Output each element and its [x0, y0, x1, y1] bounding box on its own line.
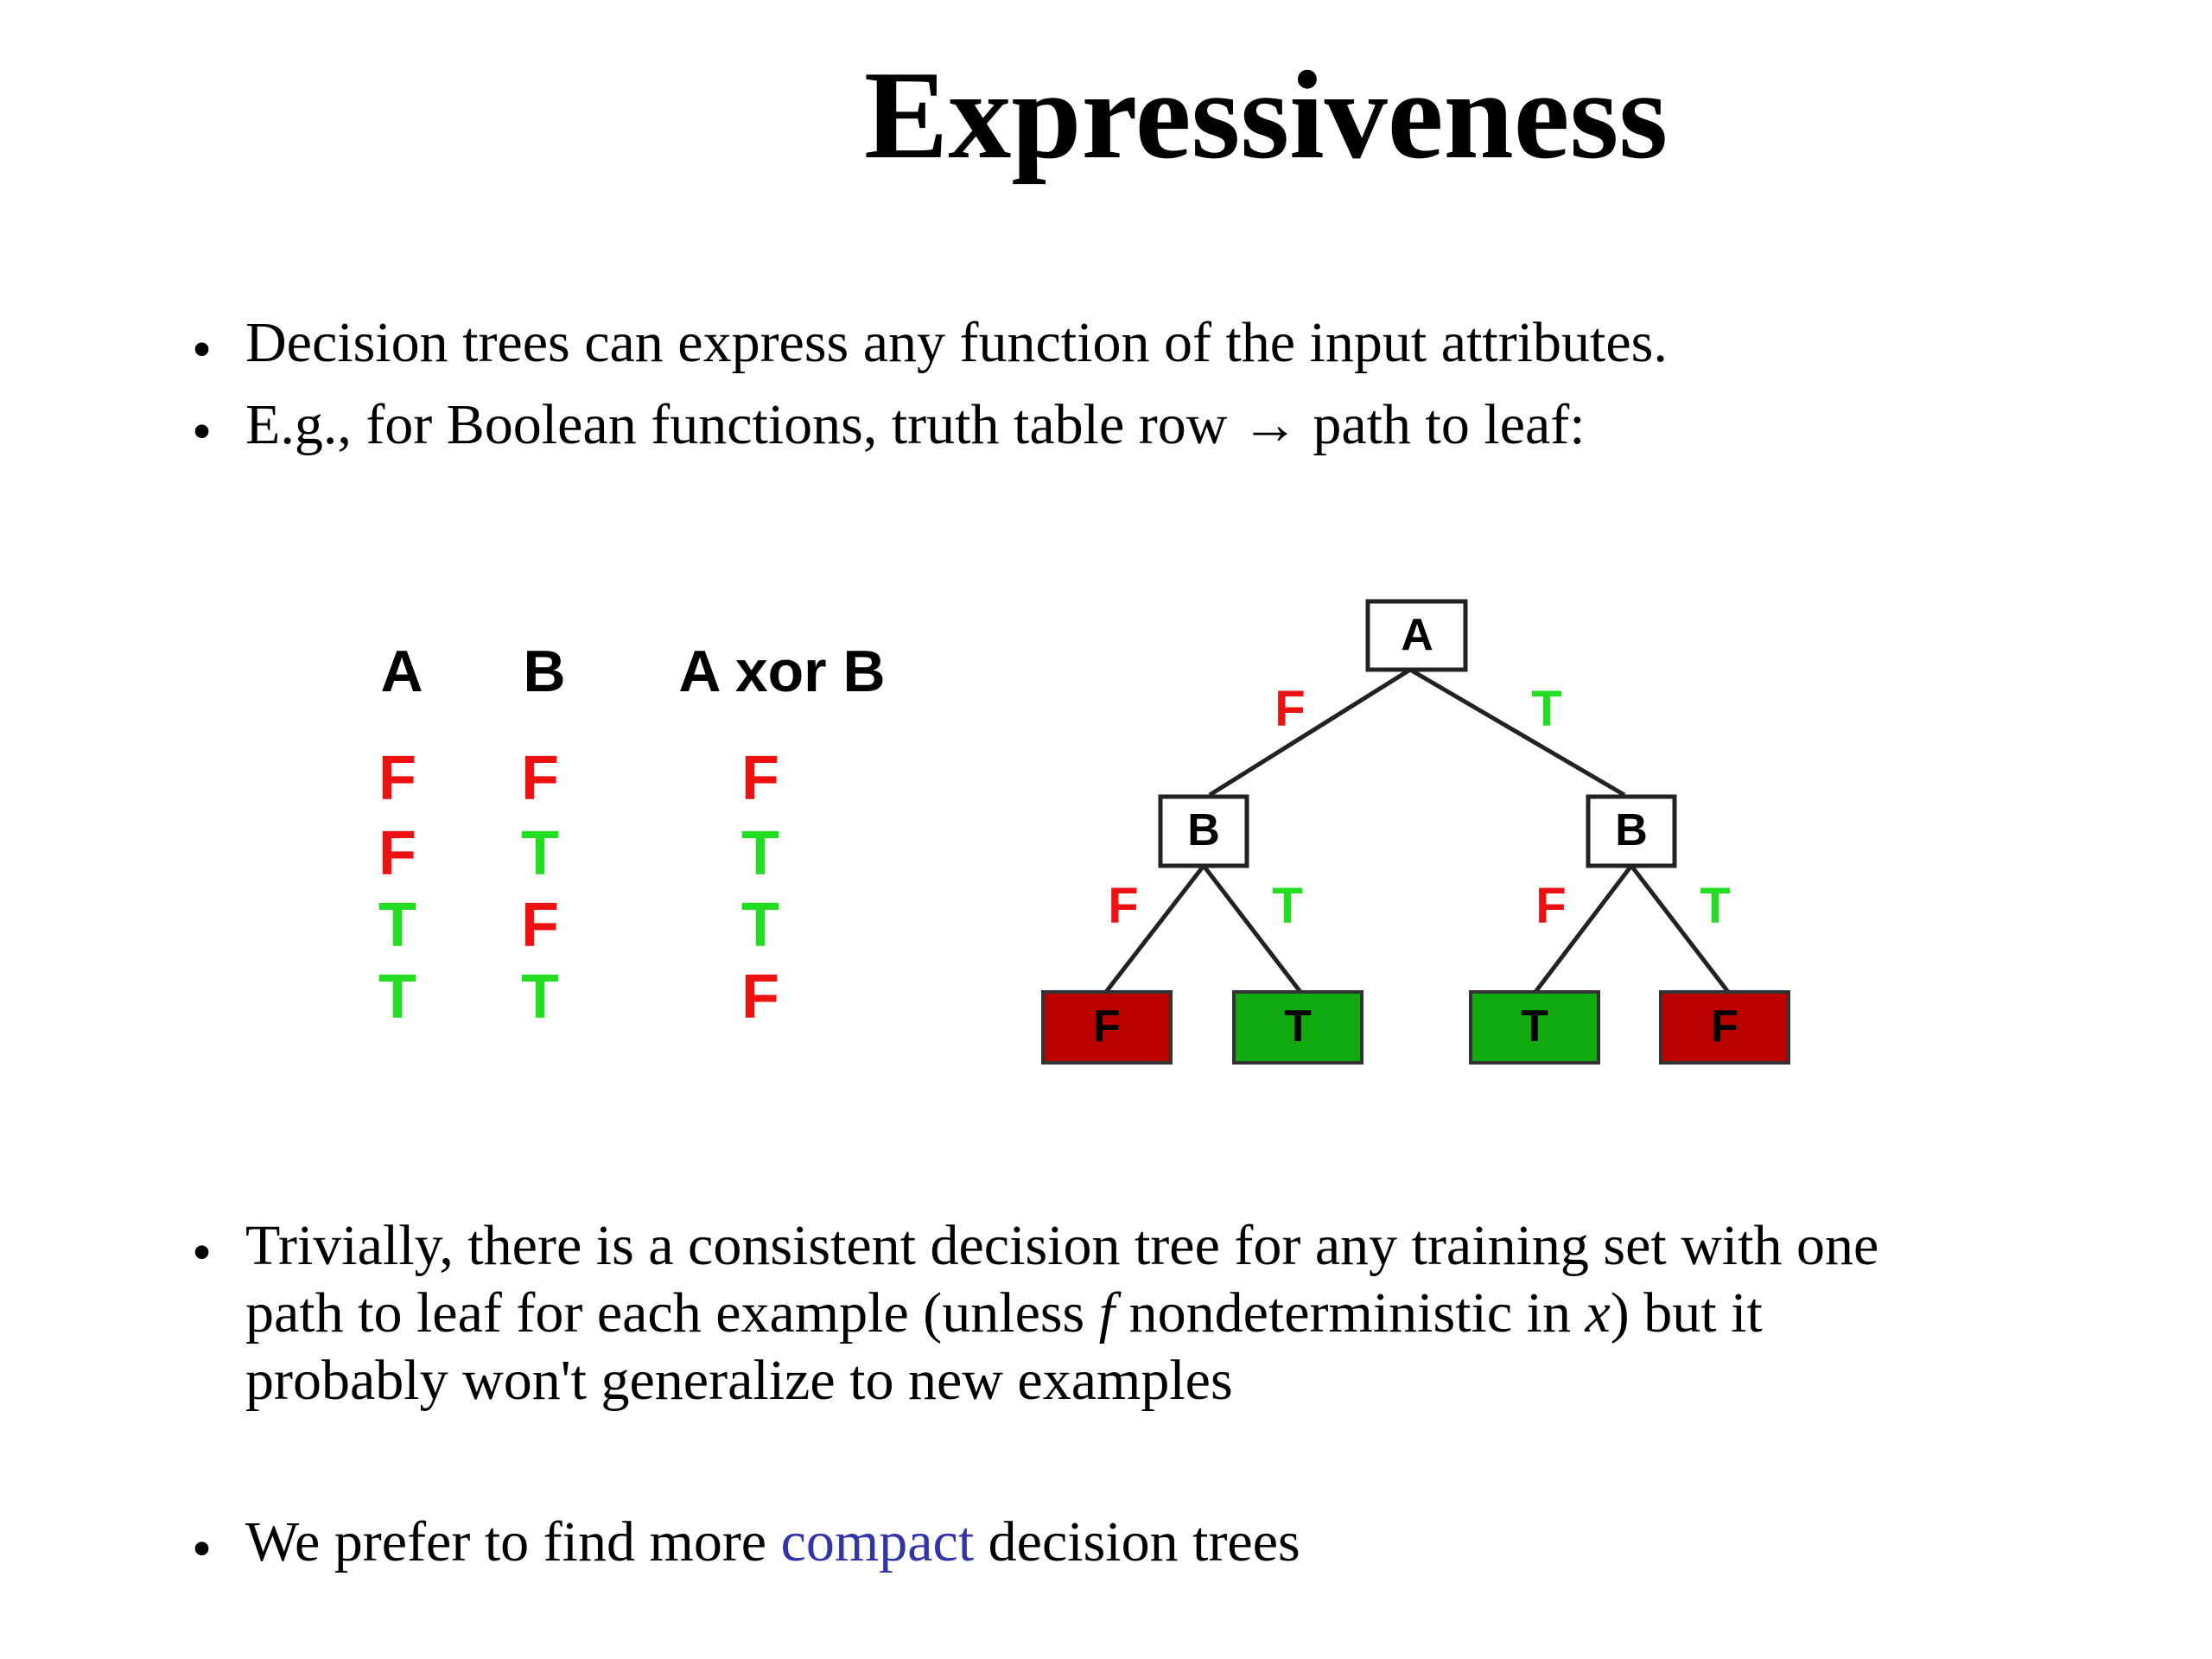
bullet-expressive-any-function: Decision trees can express any function … [245, 311, 1668, 374]
leaf-box [1659, 990, 1790, 1065]
bullet-prefer-compact: We prefer to find more compact decision … [245, 1509, 1300, 1576]
truth-table-cell: T [521, 819, 559, 888]
truth-table-header: A [380, 639, 423, 704]
text-run: ) but it [1610, 1281, 1763, 1344]
leaf-box [1469, 990, 1600, 1065]
leaf-true: T [1232, 990, 1363, 1065]
leaf-false: F [1041, 990, 1173, 1065]
bullet-line: Trivially, there is a consistent decisio… [245, 1214, 1879, 1277]
math-f: f [1098, 1281, 1116, 1344]
edge-label-true: T [1700, 878, 1730, 934]
bullet-line: probably won't generalize to new example… [245, 1349, 1233, 1412]
node-box [1586, 794, 1677, 868]
leaf-false: F [1659, 990, 1790, 1065]
edge-root-right [1408, 667, 1626, 798]
edge-label-true: T [1531, 681, 1561, 737]
truth-table-cell: T [521, 963, 559, 1032]
text-run: nondeterministic in [1115, 1281, 1586, 1344]
edge-left-right [1202, 864, 1302, 994]
bullet-marker: • [192, 1221, 213, 1284]
text-run: decision trees [974, 1510, 1300, 1573]
leaf-label: F [1711, 1001, 1738, 1052]
truth-table-cell: T [741, 819, 779, 888]
node-label: B [1187, 805, 1220, 855]
tree-edges [1104, 667, 1730, 994]
bullet-boolean-functions: E.g., for Boolean functions, truth table… [245, 393, 1586, 456]
bullet-marker: • [192, 400, 213, 463]
tree-node-b-right: B [1586, 794, 1677, 868]
node-label: A [1401, 610, 1433, 660]
compact-highlight: compact [780, 1510, 975, 1573]
math-x: x [1585, 1281, 1611, 1344]
text-run: We prefer to find more [245, 1510, 781, 1573]
edge-right-left [1534, 864, 1633, 994]
leaf-true: T [1469, 990, 1600, 1065]
slide-title: Expressiveness [864, 45, 1669, 185]
node-box [1365, 599, 1468, 672]
bullet-line: path to leaf for each example (unless f … [245, 1280, 1878, 1347]
edge-left-left [1104, 864, 1205, 994]
bullet-trivially-consistent-tree: Trivially, there is a consistent decisio… [245, 1212, 1878, 1414]
text-run: path to leaf for each example (unless [245, 1281, 1099, 1344]
truth-table-cell: T [378, 891, 416, 960]
leaf-box [1041, 990, 1173, 1065]
leaf-label: T [1284, 1001, 1312, 1052]
truth-table-body: F F F F T T T F T T T F [378, 744, 779, 1032]
edge-label-false: F [1108, 878, 1138, 934]
leaf-label: T [1521, 1001, 1548, 1052]
bullet-marker: • [192, 318, 213, 381]
truth-table-cell: F [521, 744, 559, 813]
truth-table-cell: F [521, 891, 559, 960]
node-box [1158, 794, 1249, 868]
edge-root-left [1208, 667, 1412, 798]
truth-table-cell: T [378, 963, 416, 1032]
edge-label-false: F [1535, 878, 1566, 934]
truth-table-cell: F [378, 819, 416, 888]
bullet-marker: • [192, 1517, 213, 1580]
edge-right-right [1630, 864, 1730, 994]
truth-table-cell: F [741, 963, 779, 1032]
truth-table-cell: F [741, 744, 779, 813]
edge-label-true: T [1272, 878, 1302, 934]
tree-node-b-left: B [1158, 794, 1249, 868]
truth-table-cell: F [378, 744, 416, 813]
node-label: B [1615, 805, 1648, 855]
leaf-box [1232, 990, 1363, 1065]
truth-table-header: A xor B [678, 639, 885, 704]
edge-label-false: F [1274, 681, 1305, 737]
truth-table-header: B [523, 639, 565, 704]
tree-root-node: A [1365, 599, 1468, 672]
leaf-label: F [1093, 1001, 1121, 1052]
truth-table-cell: T [741, 891, 779, 960]
